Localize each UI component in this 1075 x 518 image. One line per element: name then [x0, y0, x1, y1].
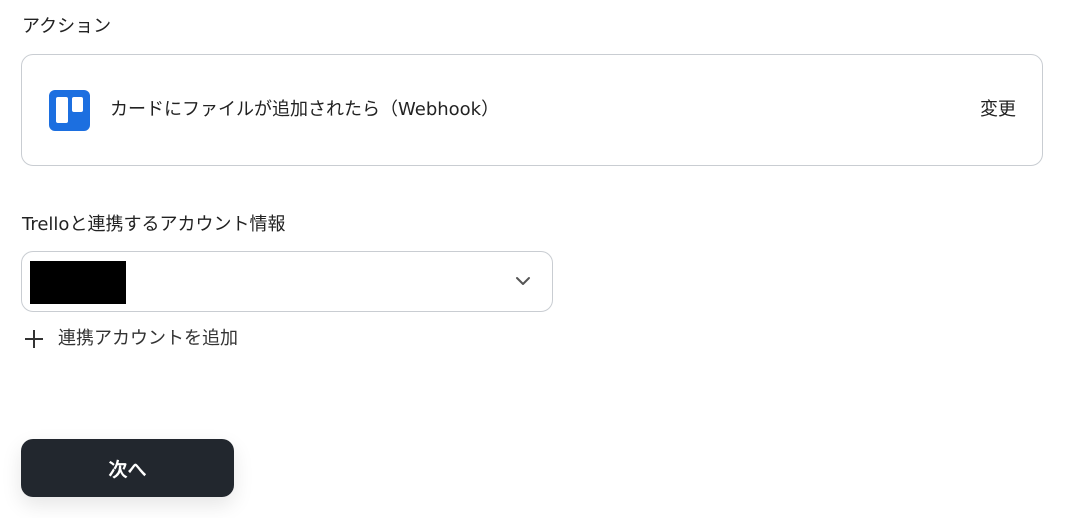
trello-icon	[49, 90, 90, 131]
trello-icon-bar-right	[72, 97, 83, 112]
account-select[interactable]	[21, 251, 553, 312]
add-account-label: 連携アカウントを追加	[58, 328, 238, 349]
account-section-label: Trelloと連携するアカウント情報	[22, 214, 286, 235]
action-title: カードにファイルが追加されたら（Webhook）	[110, 99, 500, 120]
action-section-label: アクション	[22, 16, 112, 37]
change-button[interactable]: 変更	[980, 99, 1016, 120]
plus-icon	[24, 329, 44, 349]
redacted-account-value	[30, 261, 126, 304]
add-account-link[interactable]: 連携アカウントを追加	[24, 326, 238, 352]
trello-icon-bar-left	[56, 97, 68, 123]
action-card[interactable]: カードにファイルが追加されたら（Webhook） 変更	[21, 54, 1043, 166]
chevron-down-icon[interactable]	[514, 274, 532, 288]
next-button[interactable]: 次へ	[21, 439, 234, 497]
